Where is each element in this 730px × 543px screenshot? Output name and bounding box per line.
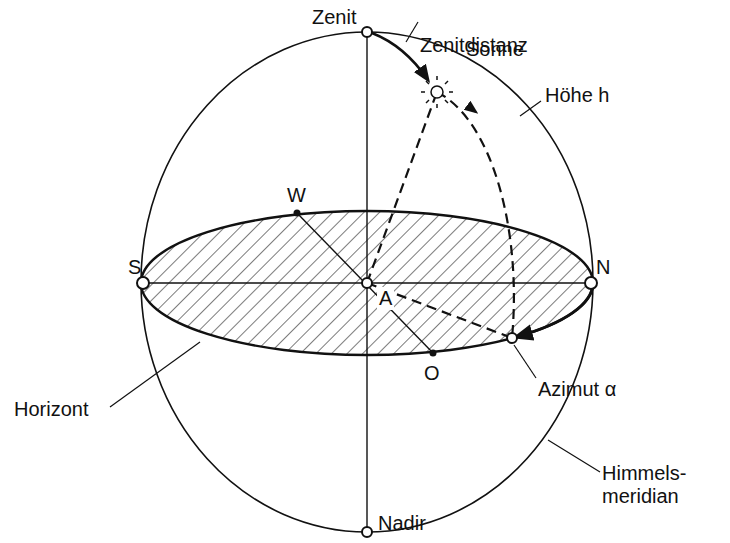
azimuth-arc bbox=[516, 283, 593, 337]
sun-ray bbox=[367, 92, 437, 283]
point-label: A bbox=[377, 287, 394, 310]
sphere-points bbox=[137, 27, 597, 537]
direction-letter: N bbox=[596, 256, 610, 279]
point-label: Nadir bbox=[378, 512, 426, 535]
direction-letter: S bbox=[128, 256, 141, 279]
direction-letter: W bbox=[287, 184, 306, 207]
east-point bbox=[430, 350, 437, 357]
point-label: Zenit bbox=[312, 6, 356, 29]
celestial-meridian bbox=[141, 32, 593, 532]
direction-letter: O bbox=[424, 362, 440, 385]
azimuth-ray bbox=[367, 283, 512, 338]
leader-line bbox=[406, 22, 418, 42]
west-east-line bbox=[297, 213, 433, 353]
circle-label: Himmels- meridian bbox=[602, 462, 702, 508]
leader-line bbox=[520, 101, 541, 116]
west-point bbox=[294, 210, 301, 217]
plane-label: Horizont bbox=[14, 398, 88, 421]
leader-line bbox=[548, 440, 600, 472]
zenith-distance-arc bbox=[372, 33, 428, 80]
altitude-arc bbox=[437, 92, 514, 338]
altitude-arrow bbox=[468, 106, 476, 112]
arc-label: Höhe h bbox=[545, 84, 610, 107]
angle-label: Azimut α bbox=[538, 378, 616, 401]
object-label: Sonne bbox=[466, 38, 524, 61]
sun-symbol bbox=[421, 76, 453, 108]
leader-line bbox=[514, 345, 536, 378]
leader-line bbox=[110, 342, 200, 407]
